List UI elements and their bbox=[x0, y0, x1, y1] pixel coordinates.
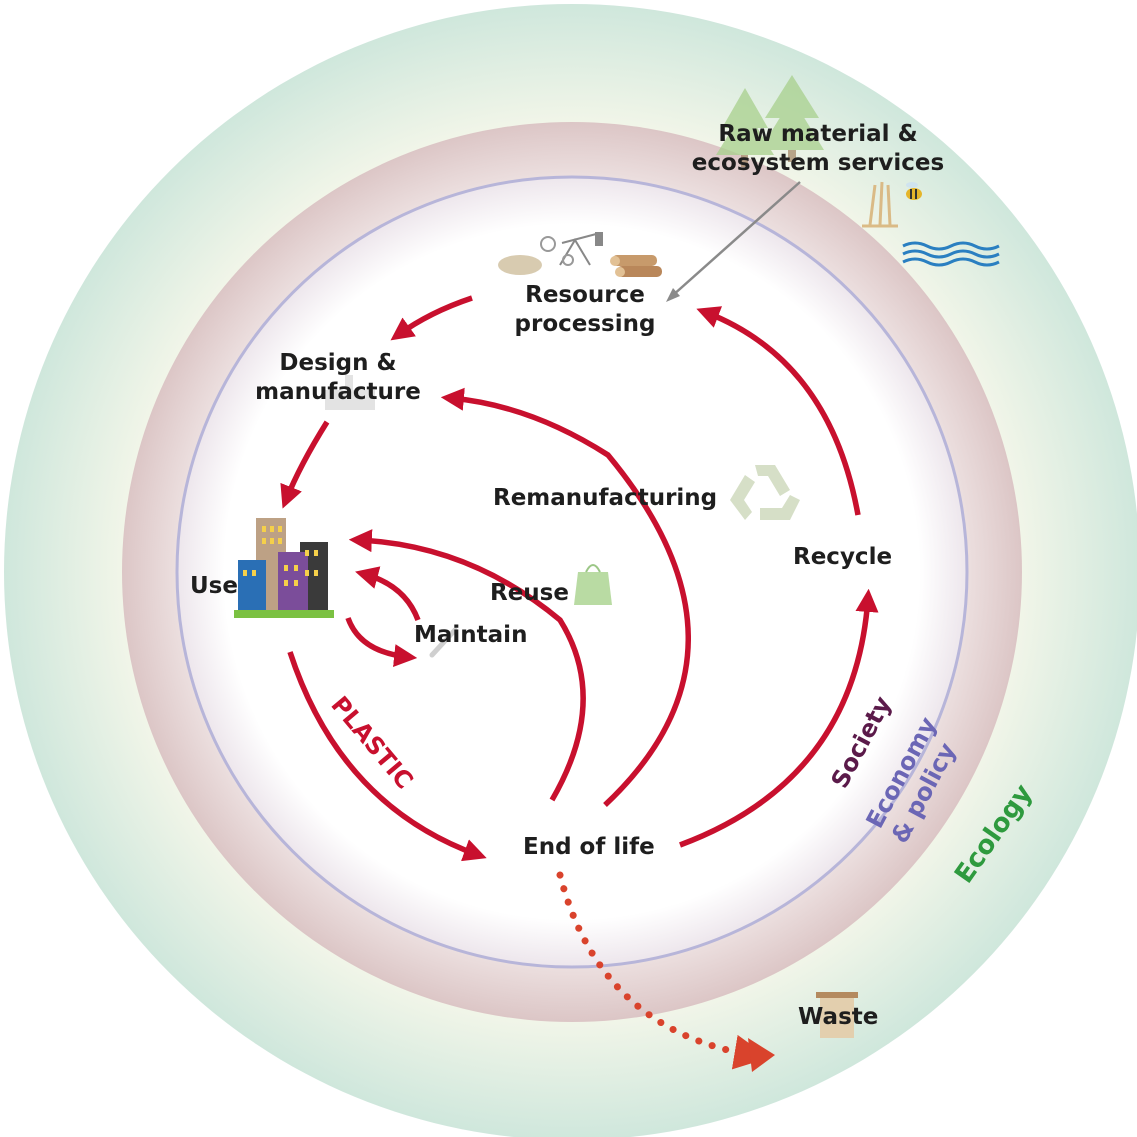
waste-arrowhead bbox=[748, 1038, 775, 1072]
arrow-design-to-use bbox=[280, 420, 330, 509]
wheat-icon bbox=[862, 181, 898, 228]
arrow-maintain-bottom bbox=[345, 616, 418, 668]
arrow-raw-material bbox=[671, 181, 801, 297]
factory-icon bbox=[325, 375, 375, 410]
arrow-endoflife-to-recycle bbox=[679, 588, 879, 848]
gears-icon bbox=[540, 236, 574, 266]
arrow-maintain-top bbox=[355, 566, 421, 622]
recycle-icon bbox=[730, 465, 800, 520]
city-buildings-icon bbox=[234, 518, 334, 618]
label-waste: Waste bbox=[798, 1004, 878, 1030]
label-design-manufacture: Design &manufacture bbox=[255, 350, 421, 405]
label-remanufacturing: Remanufacturing bbox=[493, 485, 717, 511]
arrow-recycle-to-resource bbox=[696, 306, 861, 516]
label-recycle: Recycle bbox=[793, 544, 892, 570]
label-raw-material: Raw material &ecosystem services bbox=[692, 121, 944, 176]
logs-icon bbox=[610, 255, 662, 277]
shopping-bag-icon bbox=[574, 564, 612, 605]
arrow-reuse bbox=[348, 529, 586, 802]
sand-pile-icon bbox=[498, 255, 542, 275]
label-use: Use bbox=[190, 573, 238, 599]
raw-material-arrowhead bbox=[666, 288, 680, 302]
economy-ring bbox=[175, 175, 969, 969]
arrow-endoflife-to-waste bbox=[556, 871, 770, 1070]
arrow-resource-to-design bbox=[390, 295, 473, 341]
arrow-remanufacturing bbox=[440, 387, 691, 808]
label-end-of-life: End of life bbox=[523, 834, 655, 860]
trash-bin-icon bbox=[816, 992, 858, 1038]
flow-arrows bbox=[280, 295, 879, 862]
oil-pump-icon bbox=[559, 232, 603, 266]
tree-icon bbox=[716, 75, 824, 167]
wrench-icon bbox=[429, 627, 458, 658]
arrow-use-to-endoflife bbox=[287, 651, 487, 862]
water-waves-icon bbox=[902, 241, 1000, 267]
label-maintain: Maintain bbox=[414, 622, 527, 648]
label-reuse: Reuse bbox=[490, 580, 569, 606]
bee-icon bbox=[906, 182, 922, 200]
